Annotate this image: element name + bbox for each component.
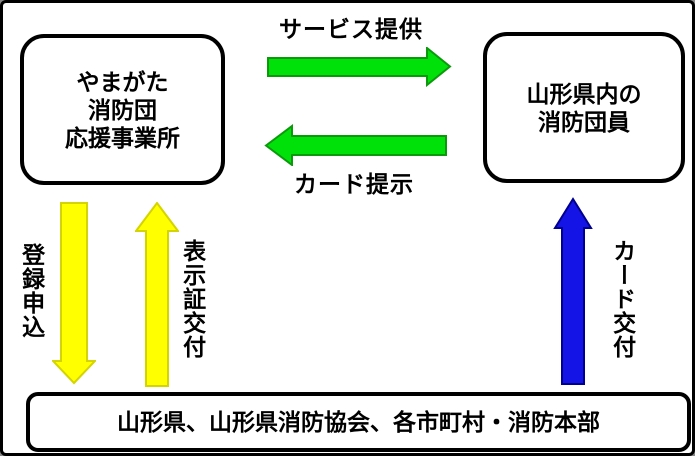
arrow-card-presentation [264,124,447,166]
certificate-issue-label: 表示証交付 [179,239,206,359]
node-authorities: 山形県、山形県消防協会、各市町村・消防本部 [26,392,691,452]
node-support-office-label: やまがた 消防団 応援事業所 [65,68,180,151]
arrow-certificate-up [135,202,179,387]
arrow-card-issue-up [553,197,593,385]
arrow-card-presentation-shape [264,124,447,166]
arrow-certificate-shape [135,202,179,387]
service-provision-label: サービス提供 [279,16,423,42]
arrow-card-issue-shape [553,197,593,385]
arrow-service-provision [267,47,452,87]
card-issue-label: カード交付 [609,239,636,359]
node-support-office: やまがた 消防団 応援事業所 [20,34,225,185]
node-firefighters-label: 山形県内の 消防団員 [526,80,642,135]
registration-label: 登録申込 [18,243,45,339]
arrow-registration-shape [52,202,96,385]
card-presentation-label: カード提示 [294,171,414,197]
arrow-registration-down [52,202,96,385]
node-authorities-label: 山形県、山形県消防協会、各市町村・消防本部 [117,409,600,435]
arrow-service-provision-shape [267,47,452,87]
node-firefighters: 山形県内の 消防団員 [483,32,685,183]
